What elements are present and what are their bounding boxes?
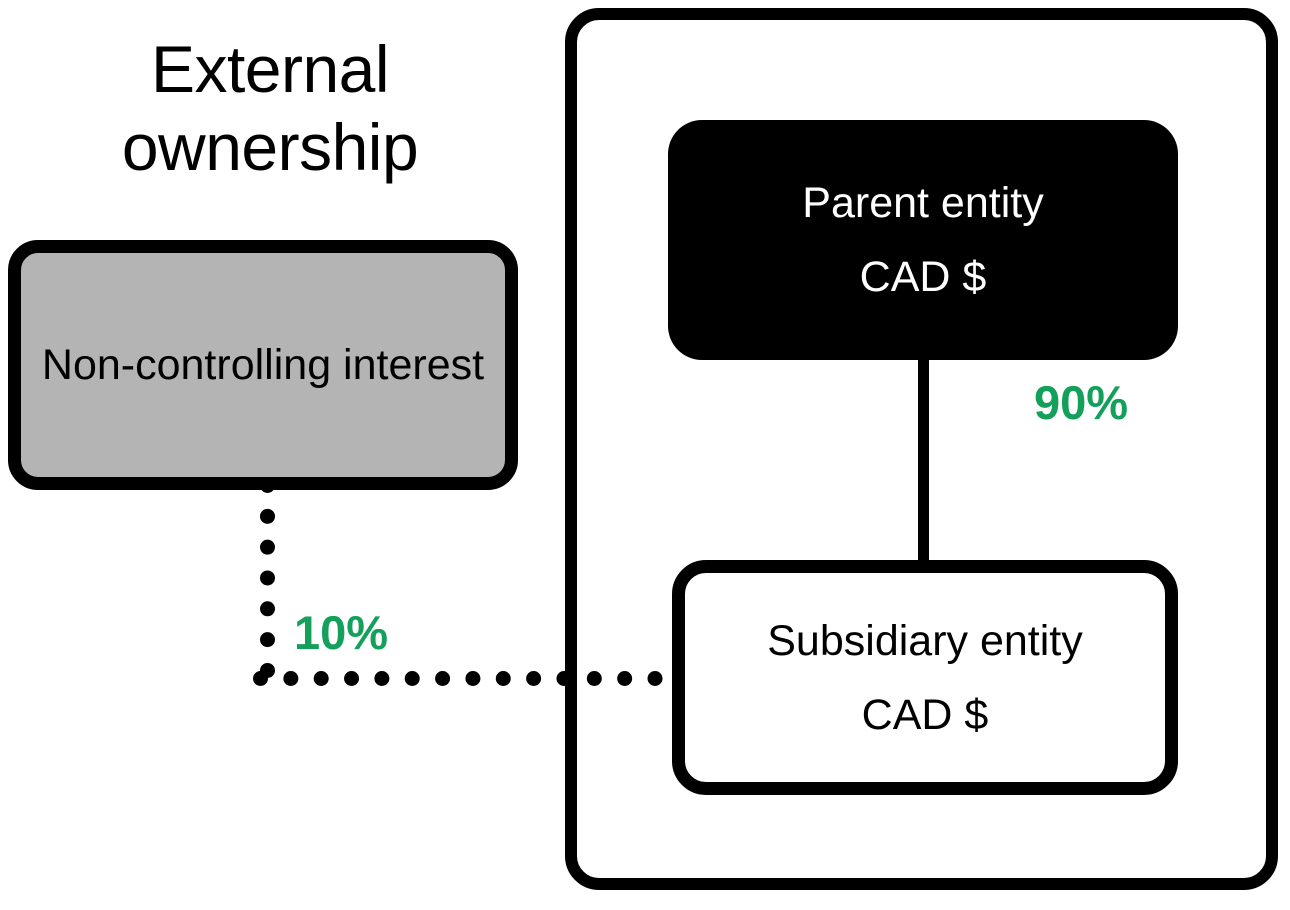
ownership-percent-parent: 90% <box>1034 376 1129 429</box>
node-subsidiary-entity[interactable]: Subsidiary entity CAD $ <box>672 560 1178 795</box>
node-parent-entity[interactable]: Parent entity CAD $ <box>668 120 1178 360</box>
node-non-controlling-interest[interactable]: Non-controlling interest <box>8 240 518 490</box>
consolidated-group-boundary <box>565 8 1278 890</box>
nci-label: Non-controlling interest <box>41 341 485 389</box>
subsidiary-entity-currency: CAD $ <box>861 690 989 739</box>
parent-entity-currency: CAD $ <box>859 253 987 301</box>
external-ownership-title: External ownership <box>121 32 419 184</box>
ownership-percent-nci: 10% <box>294 606 389 659</box>
subsidiary-entity-label: Subsidiary entity <box>767 616 1083 665</box>
parent-to-subsidiary-connector <box>918 352 929 567</box>
parent-entity-label: Parent entity <box>802 179 1044 227</box>
nci-connector-horizontal <box>253 671 693 686</box>
nci-connector-vertical <box>260 478 275 678</box>
